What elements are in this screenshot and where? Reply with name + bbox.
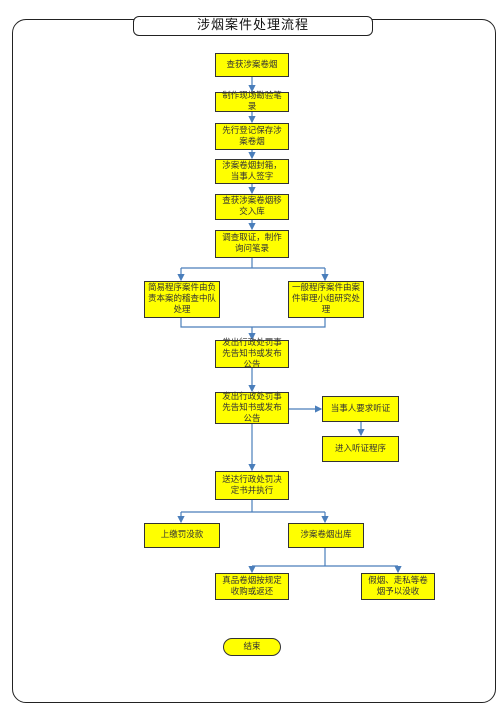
node-penalty-notice-2: 发出行政处罚事先告知书或发布公告 (215, 392, 289, 424)
node-seal-sign: 涉案卷烟封箱，当事人签字 (215, 159, 289, 184)
node-seize-cigarettes: 查获涉案卷烟 (215, 53, 289, 77)
node-simple-procedure: 简易程序案件由负责本案的稽查中队处理 (144, 281, 220, 318)
edge-n13-split (181, 500, 325, 513)
node-genuine-return: 真品卷烟按规定收购或返还 (215, 573, 289, 600)
node-transfer-storage: 查获涉案卷烟移交入库 (215, 194, 289, 220)
node-general-procedure: 一般程序案件由案件审理小组研究处理 (288, 281, 364, 318)
node-penalty-notice-1: 发出行政处罚事先告知书或发布公告 (215, 338, 289, 370)
node-end: 结束 (223, 638, 281, 656)
node-pay-fines: 上缴罚没款 (144, 523, 220, 548)
edge-merge (180, 318, 326, 328)
node-cigarettes-out: 涉案卷烟出库 (288, 523, 364, 548)
node-site-inspection-record: 制作现场勘验笔录 (215, 91, 289, 112)
node-investigate-inquiry: 调查取证，制作询问笔录 (215, 230, 289, 258)
diagram-title: 涉烟案件处理流程 (133, 16, 373, 36)
node-deliver-decision: 送达行政处罚决定书并执行 (215, 471, 289, 500)
node-hearing-procedure: 进入听证程序 (322, 436, 399, 462)
node-preregister-save: 先行登记保存涉案卷烟 (215, 123, 289, 150)
edge-n15-split (252, 548, 398, 567)
edge-n6-split (181, 258, 325, 269)
node-hearing-request: 当事人要求听证 (322, 396, 399, 422)
node-fake-confiscate: 假烟、走私等卷烟予以没收 (361, 573, 435, 600)
